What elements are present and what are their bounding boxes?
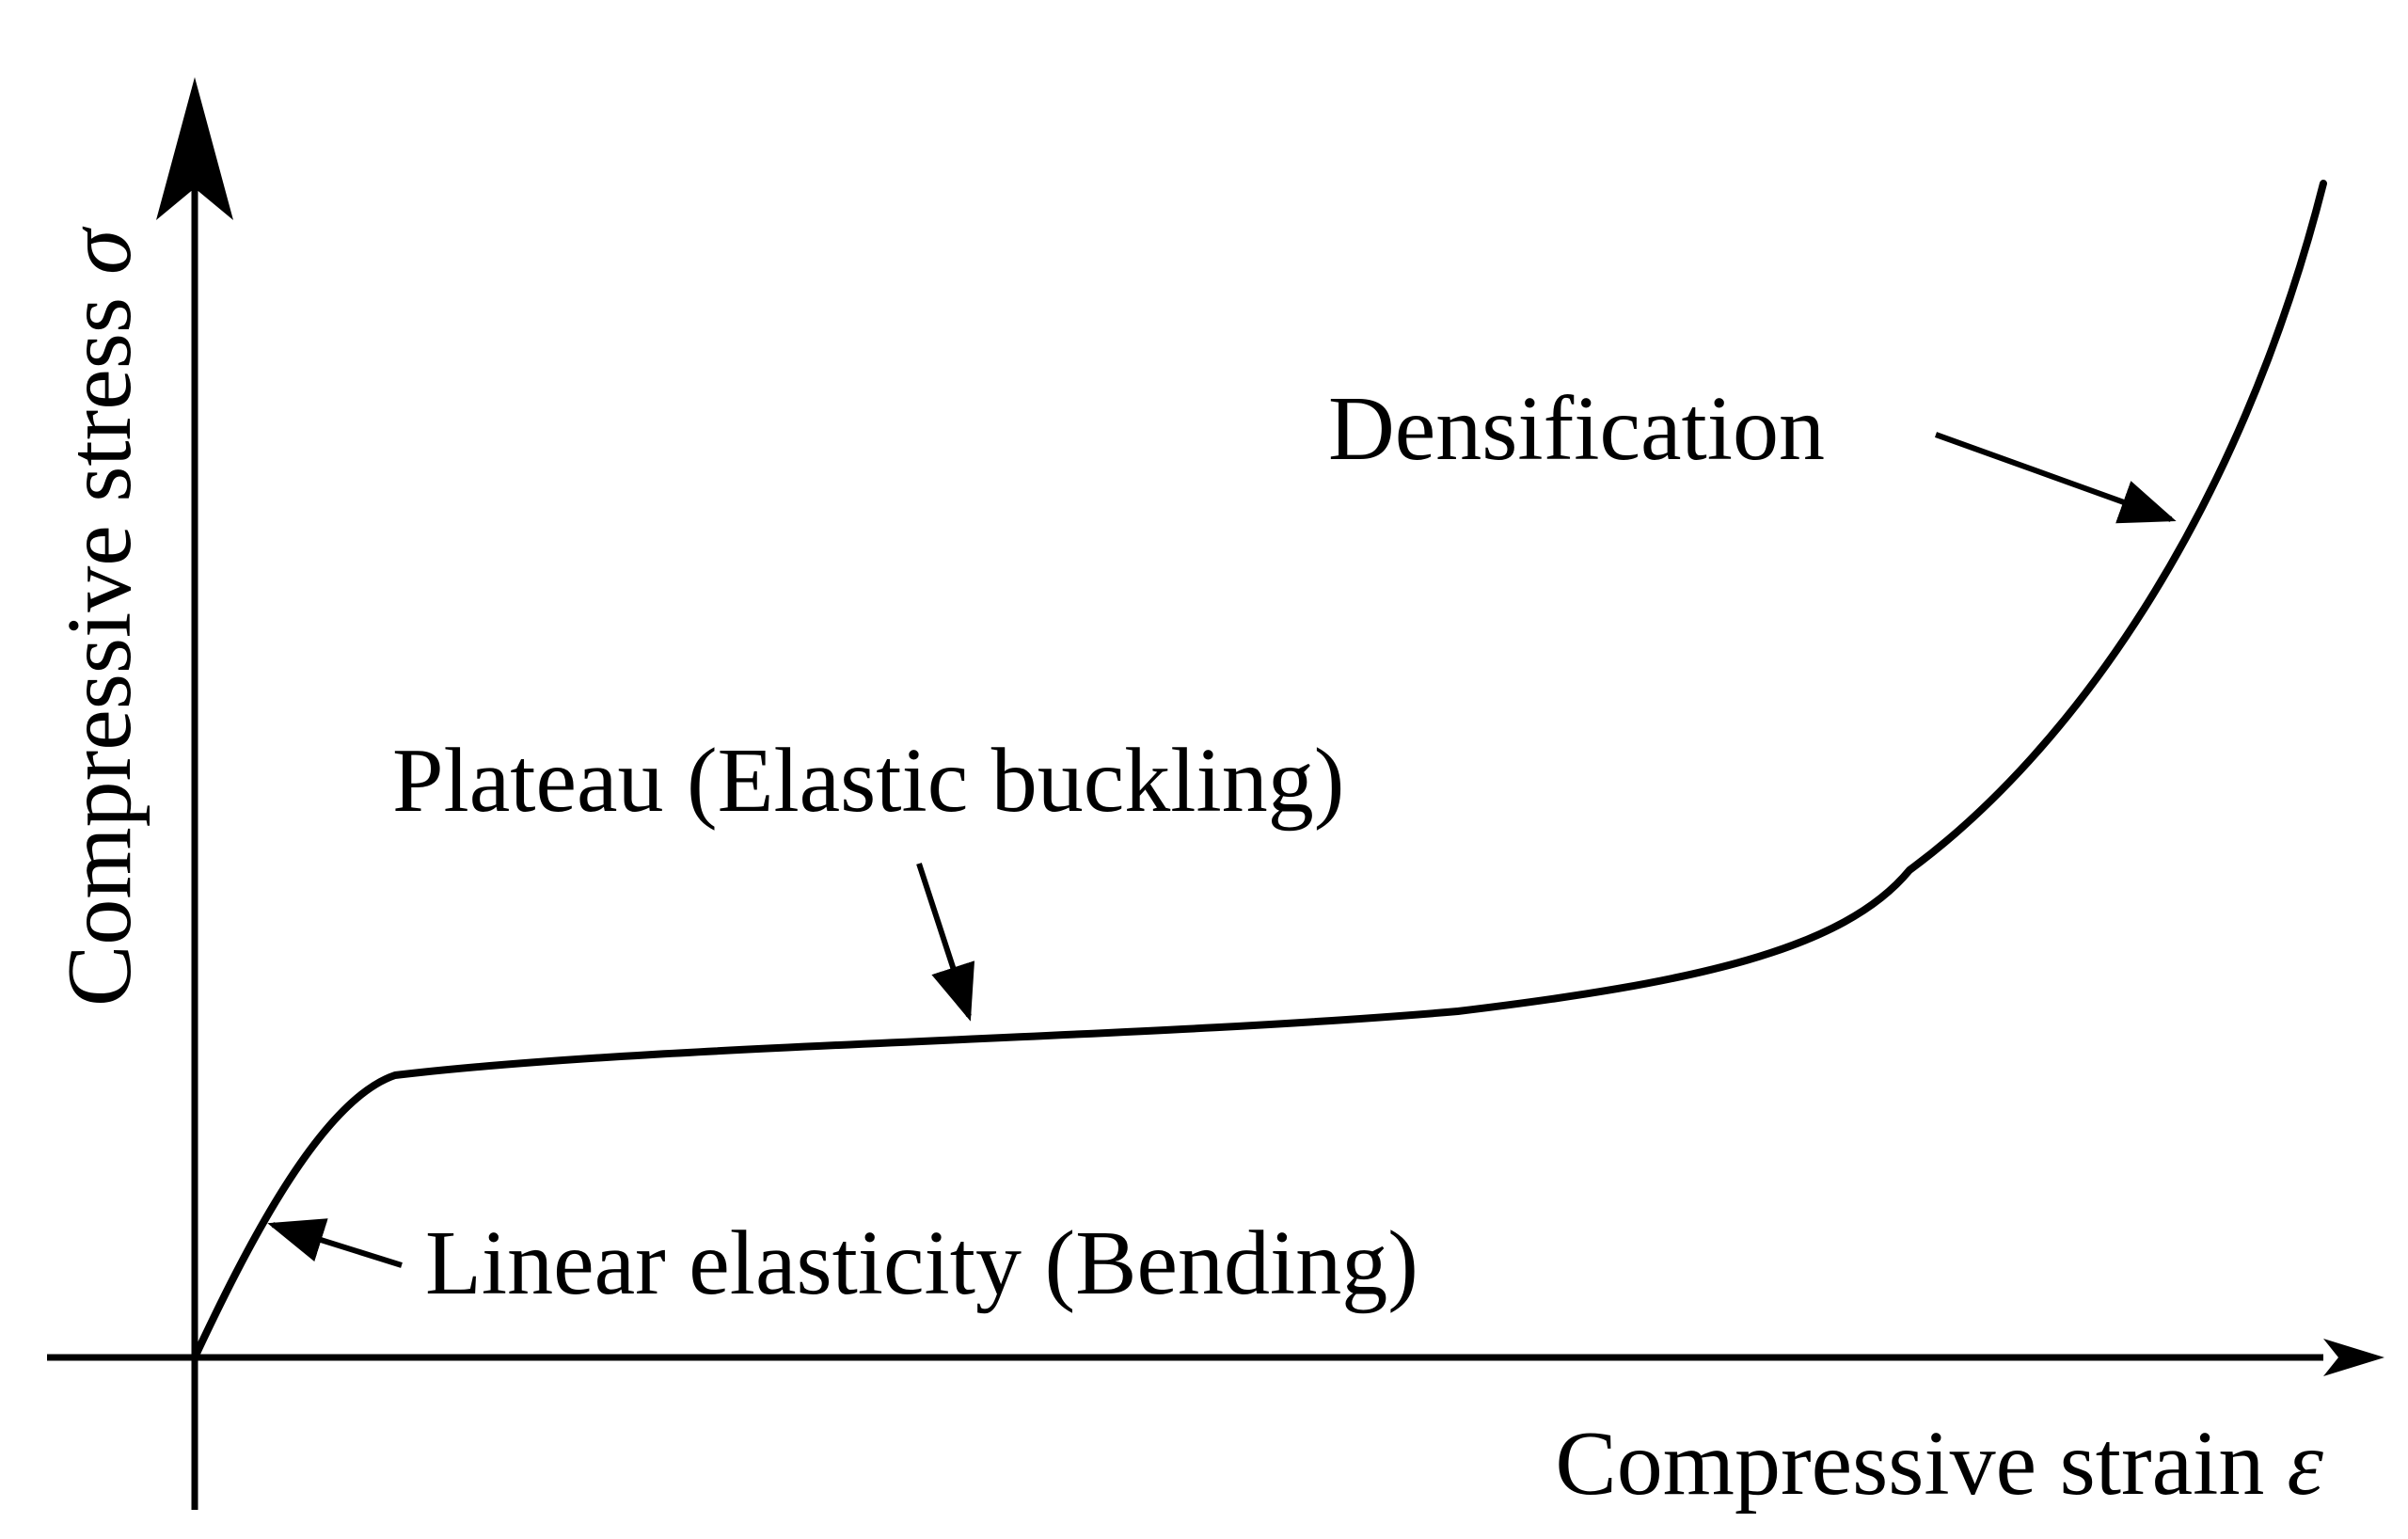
y-axis-label: Compressive stressσ: [49, 226, 150, 1007]
densification-pointer: [1934, 432, 2177, 524]
x-axis: [47, 1339, 2384, 1376]
plateau-label: Plateau (Elastic buckling): [392, 730, 1344, 832]
x-axis-arrowhead: [2323, 1339, 2384, 1376]
y-axis-arrowhead: [156, 77, 233, 220]
linear-elasticity-pointer: [267, 1218, 403, 1268]
linear-elasticity-label: Linear elasticity (Bending): [425, 1213, 1418, 1314]
densification-label: Densification: [1328, 378, 1825, 480]
stress-strain-curve: [191, 180, 2327, 1361]
y-axis: [156, 77, 233, 1510]
plateau-pointer: [916, 863, 975, 1022]
